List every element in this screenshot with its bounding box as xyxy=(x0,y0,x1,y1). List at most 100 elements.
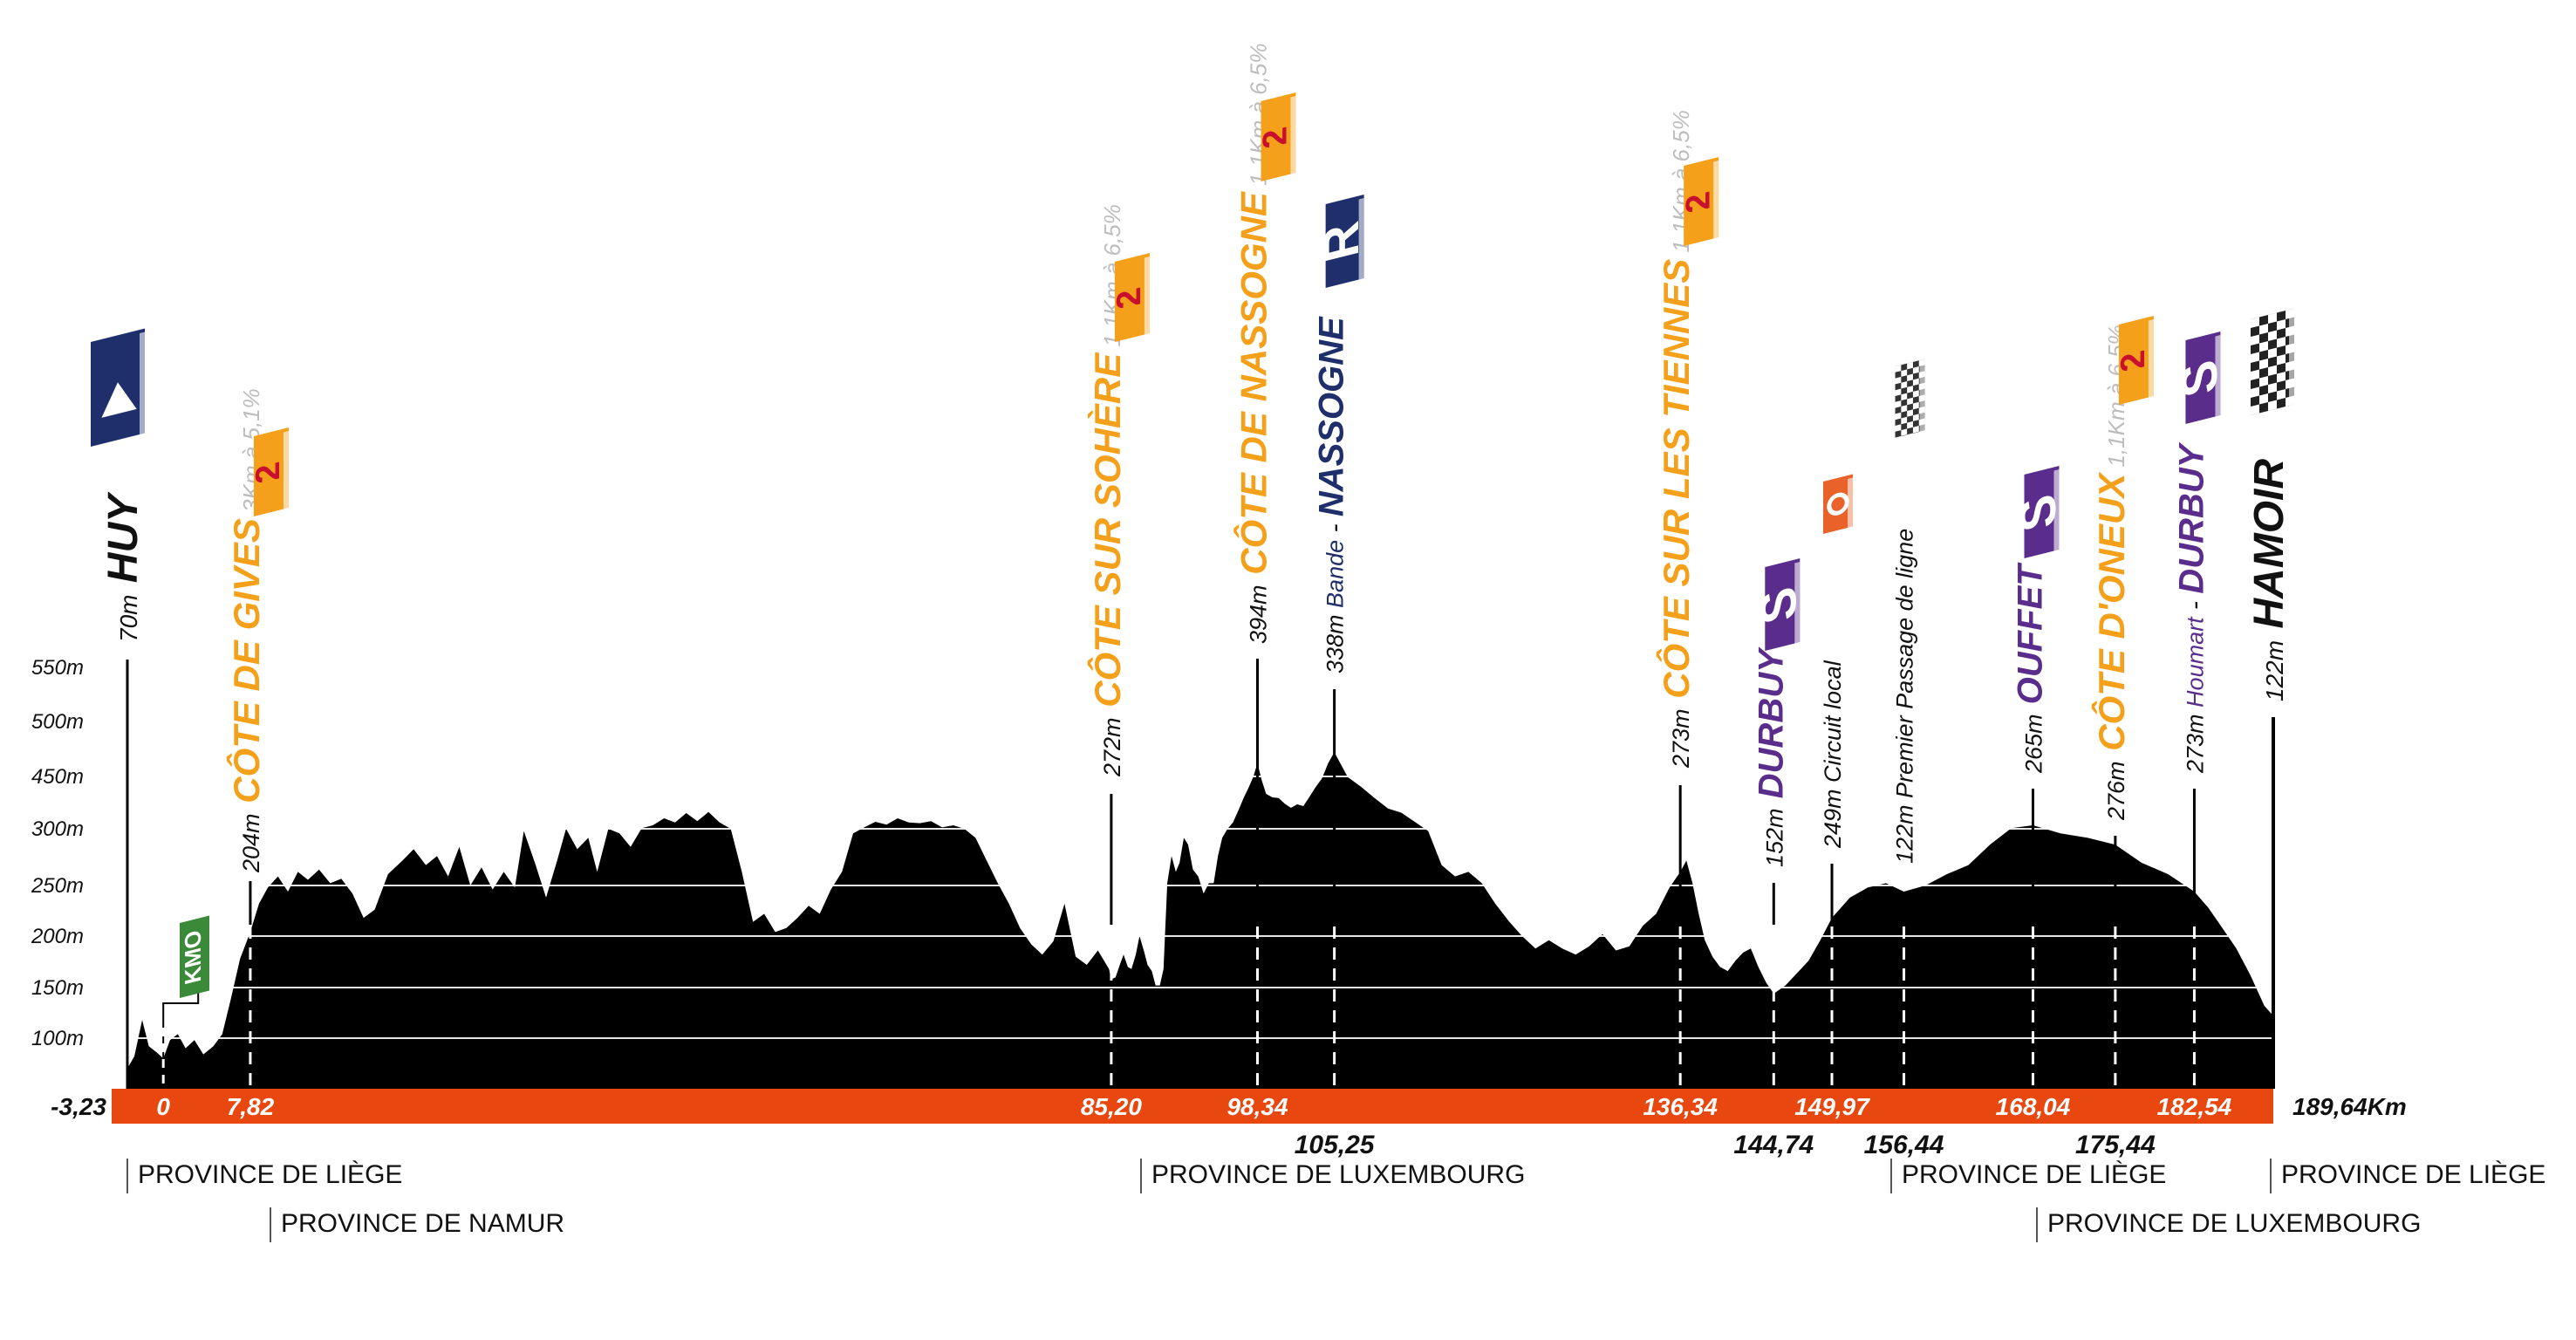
gpm-2-icon: 2 xyxy=(1256,92,1296,181)
checker-square xyxy=(2251,317,2259,328)
start-flag-icon-fold xyxy=(140,332,145,439)
km-label: 136,34 xyxy=(1643,1093,1718,1120)
climb-name: CÔTE SUR SOHÈRE xyxy=(1086,352,1128,718)
km-label-lower: 105,25 xyxy=(1295,1131,1376,1159)
checker-square xyxy=(1918,430,1925,438)
province-label: PROVINCE DE NAMUR xyxy=(281,1209,564,1238)
checker-square xyxy=(2268,347,2277,359)
gpm-2-icon-body xyxy=(1261,92,1296,181)
y-tick-label: 100m xyxy=(31,1027,84,1050)
province-label: PROVINCE DE LIÈGE xyxy=(1902,1160,2166,1189)
checker-square xyxy=(2251,352,2259,363)
point-flag-icon: S xyxy=(2172,332,2228,424)
point-name: NASSOGNE xyxy=(1313,316,1351,516)
checker-square xyxy=(2286,378,2294,390)
start-label: 70m HUY xyxy=(100,491,147,642)
checker-square xyxy=(2286,308,2294,320)
climb-name: CÔTE DE NASSOGNE xyxy=(1232,190,1274,585)
checker-square xyxy=(1895,435,1902,444)
checker-square xyxy=(1901,405,1908,413)
checker-square xyxy=(1895,424,1902,432)
point-altitude: 265m xyxy=(2020,714,2046,774)
km-label-lower: 156,44 xyxy=(1864,1131,1944,1159)
checker-square xyxy=(2286,395,2294,407)
point-flag-icon-body xyxy=(1325,195,1364,288)
gpm-2-icon-body xyxy=(253,427,289,516)
point-flag-icon: S xyxy=(1751,558,1807,651)
climb-altitude: 272m xyxy=(1099,717,1125,777)
checker-square xyxy=(2277,354,2286,366)
checker-square xyxy=(2251,334,2259,345)
point-sublabel: Circuit local xyxy=(1820,660,1846,789)
checker-square xyxy=(1895,400,1902,408)
point-flag-icon: R xyxy=(1314,195,1370,288)
km-markers xyxy=(126,659,2196,1089)
gpm-2-icon-body xyxy=(1684,157,1719,246)
checker-square xyxy=(2277,372,2286,383)
climb-label: 272m CÔTE SUR SOHÈRE 1,1Km à 6,5% xyxy=(1086,204,1128,777)
y-tick-label: 250m xyxy=(31,874,84,898)
checker-square xyxy=(1907,420,1913,429)
checker-square xyxy=(1901,381,1908,389)
gpm-2-icon: 2 xyxy=(249,427,289,516)
point-altitude: 273m xyxy=(2182,714,2208,774)
y-tick-label: 150m xyxy=(31,976,84,1000)
checker-square xyxy=(1907,397,1913,406)
checker-square xyxy=(1901,369,1908,377)
gpm-2-icon-fold xyxy=(283,431,289,513)
point-name: OUFFET xyxy=(2011,562,2049,714)
checker-square xyxy=(1907,373,1913,382)
climb-name: CÔTE SUR LES TIENNES xyxy=(1655,259,1697,709)
checker-square xyxy=(2251,404,2259,415)
kmo-badge-body xyxy=(180,915,209,998)
point-altitude: 338m xyxy=(1322,614,1349,673)
point-label: 338m Bande - NASSOGNE xyxy=(1313,316,1351,673)
province-label: PROVINCE DE LUXEMBOURG xyxy=(2047,1209,2421,1238)
climb-label: 394m CÔTE DE NASSOGNE 1,1Km à 6,5% xyxy=(1232,44,1274,645)
home-shape xyxy=(101,382,137,418)
checker-square xyxy=(2259,324,2268,335)
gpm-2-icon-fold xyxy=(1144,256,1150,338)
point-flag-icon-fold xyxy=(1794,562,1800,647)
km-label: 85,20 xyxy=(1081,1093,1142,1120)
checker-square xyxy=(1912,366,1919,374)
local-circle xyxy=(1827,492,1849,516)
point-label: 265m OUFFET xyxy=(2011,562,2049,774)
y-tick-label: 500m xyxy=(31,710,84,734)
gpm-2-icon-fold xyxy=(1290,96,1296,178)
point-label: 122m Premier Passage de ligne xyxy=(1892,529,1918,864)
checker-square xyxy=(2286,343,2294,355)
checker-square xyxy=(1901,428,1908,436)
point-flag-icon-body xyxy=(2024,466,2060,558)
km-label: 189,64Km xyxy=(2292,1093,2407,1120)
km-label: 98,34 xyxy=(1227,1093,1288,1120)
point-name: DURBUY xyxy=(1752,646,1790,809)
province-label: PROVINCE DE LIÈGE xyxy=(2281,1160,2545,1189)
checker-square xyxy=(2268,312,2277,325)
checker-square xyxy=(1918,394,1925,402)
checker-square xyxy=(2286,325,2294,338)
point-flag-icon xyxy=(1823,474,1854,534)
checker-square xyxy=(1912,426,1919,434)
y-tick-label: 200m xyxy=(31,925,84,948)
climb-name: CÔTE DE GIVES xyxy=(225,518,267,813)
finish-flag-icon xyxy=(2251,308,2294,415)
point-separator: - xyxy=(2180,594,2209,618)
finish-altitude: 122m xyxy=(2261,640,2288,701)
checker-square xyxy=(1918,359,1925,367)
gpm-2-icon-fold xyxy=(2148,319,2154,401)
point-flag-icon: S xyxy=(2011,466,2067,558)
elevation-profile xyxy=(127,752,2273,1089)
km-label: 149,97 xyxy=(1794,1093,1870,1120)
checker-square xyxy=(2251,369,2259,380)
checker-square xyxy=(1918,371,1925,379)
province-labels: PROVINCE DE LIÈGE PROVINCE DE NAMUR PROVIN… xyxy=(126,1159,2545,1242)
km-label: 182,54 xyxy=(2157,1093,2232,1120)
checker-square xyxy=(2277,319,2286,331)
checker-square xyxy=(2286,360,2294,373)
checker-square xyxy=(2259,393,2268,405)
point-altitude: 152m xyxy=(1761,808,1787,867)
climb-altitude: 204m xyxy=(238,813,264,873)
checker-square xyxy=(1907,409,1913,417)
